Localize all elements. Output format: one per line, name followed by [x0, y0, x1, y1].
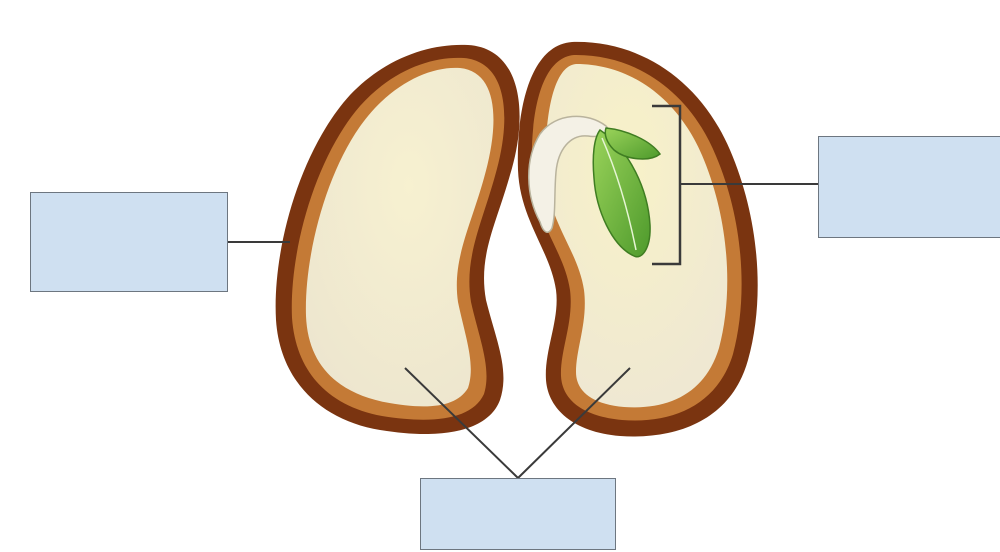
label-box-cotyledons[interactable] — [420, 478, 616, 550]
label-box-seed-coat[interactable] — [30, 192, 228, 292]
left-seed-half — [276, 45, 520, 434]
label-box-embryo[interactable] — [818, 136, 1000, 238]
